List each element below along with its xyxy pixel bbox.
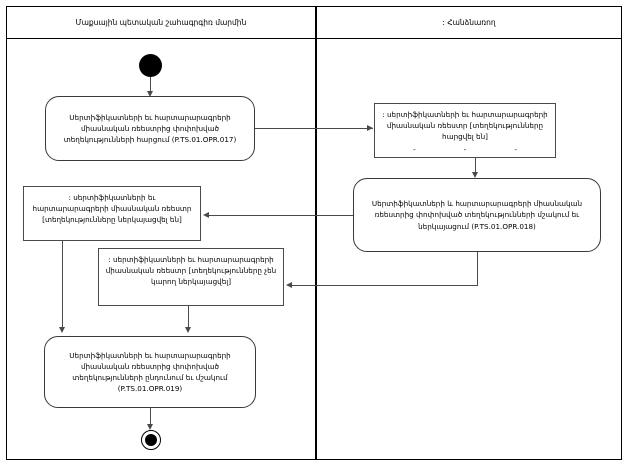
arrowhead-019-to-final xyxy=(147,424,153,430)
swimlane-title-left: Մաքսային պետական շահագրգիռ մարմին xyxy=(75,18,247,27)
object-node-presented-label: : սերտիֆիկատների եւ հարտարարագրերի միասն… xyxy=(32,193,192,225)
object-node-not-presented-label: : սերտիֆիկատների եւ հարտարարագրերի միասն… xyxy=(105,255,277,287)
activity-opr-017-label: Սերտիֆիկատների եւ հարտարարագրերի միասնակ… xyxy=(63,112,237,145)
slot-2: - xyxy=(514,146,517,154)
object-node-requested[interactable]: : սերտիֆիկատների եւ հարտարարագրերի միասն… xyxy=(374,103,556,158)
arrowhead-presented-to-019 xyxy=(59,327,65,333)
flow-018-to-not-presented-v xyxy=(477,252,478,285)
flow-018-to-presented-h xyxy=(207,215,353,216)
arrowhead-not-presented-to-019 xyxy=(185,327,191,333)
activity-opr-019[interactable]: Սերտիֆիկատների եւ հարտարարագրերի միասնակ… xyxy=(44,336,256,408)
swimlane-header-left: Մաքսային պետական շահագրգիռ մարմին xyxy=(6,6,316,39)
flow-019-to-final xyxy=(150,408,151,426)
flow-initial-to-017 xyxy=(150,77,151,94)
activity-opr-019-label: Սերտիֆիկատների եւ հարտարարագրերի միասնակ… xyxy=(69,350,231,394)
object-node-presented[interactable]: : սերտիֆիկատների եւ հարտարարագրերի միասն… xyxy=(23,186,201,241)
activity-opr-017[interactable]: Սերտիֆիկատների եւ հարտարարագրերի միասնակ… xyxy=(45,96,255,161)
swimlane-body-left xyxy=(6,39,316,460)
arrowhead-initial-to-017 xyxy=(147,91,153,97)
flow-presented-to-019 xyxy=(62,241,63,329)
flow-018-to-not-presented-h xyxy=(290,285,478,286)
flow-017-to-requested-h xyxy=(255,128,373,129)
arrowhead-018-to-not-presented xyxy=(286,282,292,288)
activity-opr-018[interactable]: Սերտիֆիկատների և հարտարարագրերի միասնակա… xyxy=(353,178,601,252)
flow-requested-to-018 xyxy=(475,158,476,174)
swimlane-body-right xyxy=(316,39,622,460)
object-node-requested-slots: - - - xyxy=(375,147,555,154)
final-node-center xyxy=(145,434,157,446)
activity-opr-018-label: Սերտիֆիկատների և հարտարարագրերի միասնակա… xyxy=(371,199,583,231)
initial-node xyxy=(139,54,162,77)
object-node-requested-label: : սերտիֆիկատների եւ հարտարարագրերի միասն… xyxy=(382,110,548,142)
swimlane-title-right: : Հանձնառող xyxy=(442,18,496,27)
arrowhead-requested-to-018 xyxy=(472,172,478,178)
slot-0: - xyxy=(413,146,416,154)
slot-1: - xyxy=(463,146,467,154)
swimlane-header-right: : Հանձնառող xyxy=(316,6,622,39)
arrowhead-017-to-requested xyxy=(367,125,373,131)
arrowhead-018-to-presented xyxy=(203,212,209,218)
object-node-not-presented[interactable]: : սերտիֆիկատների եւ հարտարարագրերի միասն… xyxy=(98,248,284,306)
flow-not-presented-to-019 xyxy=(188,306,189,329)
